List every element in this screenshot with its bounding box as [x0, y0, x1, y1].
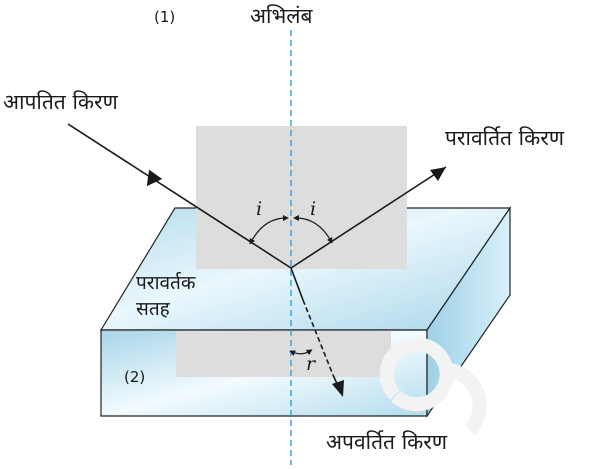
reflected-ray: [290, 166, 447, 269]
medium1-label: (1): [154, 8, 176, 26]
angle-arc-incidence: [249, 215, 289, 245]
lower-gray-overlay: [176, 331, 391, 377]
incident-ray-arrow: [146, 169, 163, 187]
angle-reflection-label: i: [310, 198, 317, 220]
refracted-ray-dashed: [302, 299, 334, 376]
refracted-ray-label: अपवर्तित किरण: [326, 430, 448, 454]
upper-gray-overlay: [196, 126, 407, 269]
angle-arc-refraction: [289, 349, 313, 356]
incident-ray-label: आपतित किरण: [3, 90, 118, 114]
reflected-ray-arrow: [430, 167, 446, 181]
refracted-ray-arrow: [332, 380, 344, 397]
angle-incidence-label: i: [256, 198, 263, 220]
angle-refraction-label: r: [306, 353, 316, 375]
refracted-ray-solid: [290, 267, 304, 301]
reflecting-surface-label-line1: परावर्तक: [136, 272, 196, 294]
watermark: [379, 337, 487, 435]
medium2-label: (2): [124, 368, 146, 386]
normal-label: अभिलंब: [250, 4, 313, 28]
reflected-ray-label: परावर्तित किरण: [445, 126, 565, 150]
reflecting-surface-label-line2: सतह: [136, 298, 170, 320]
angle-arc-reflection: [293, 215, 333, 244]
